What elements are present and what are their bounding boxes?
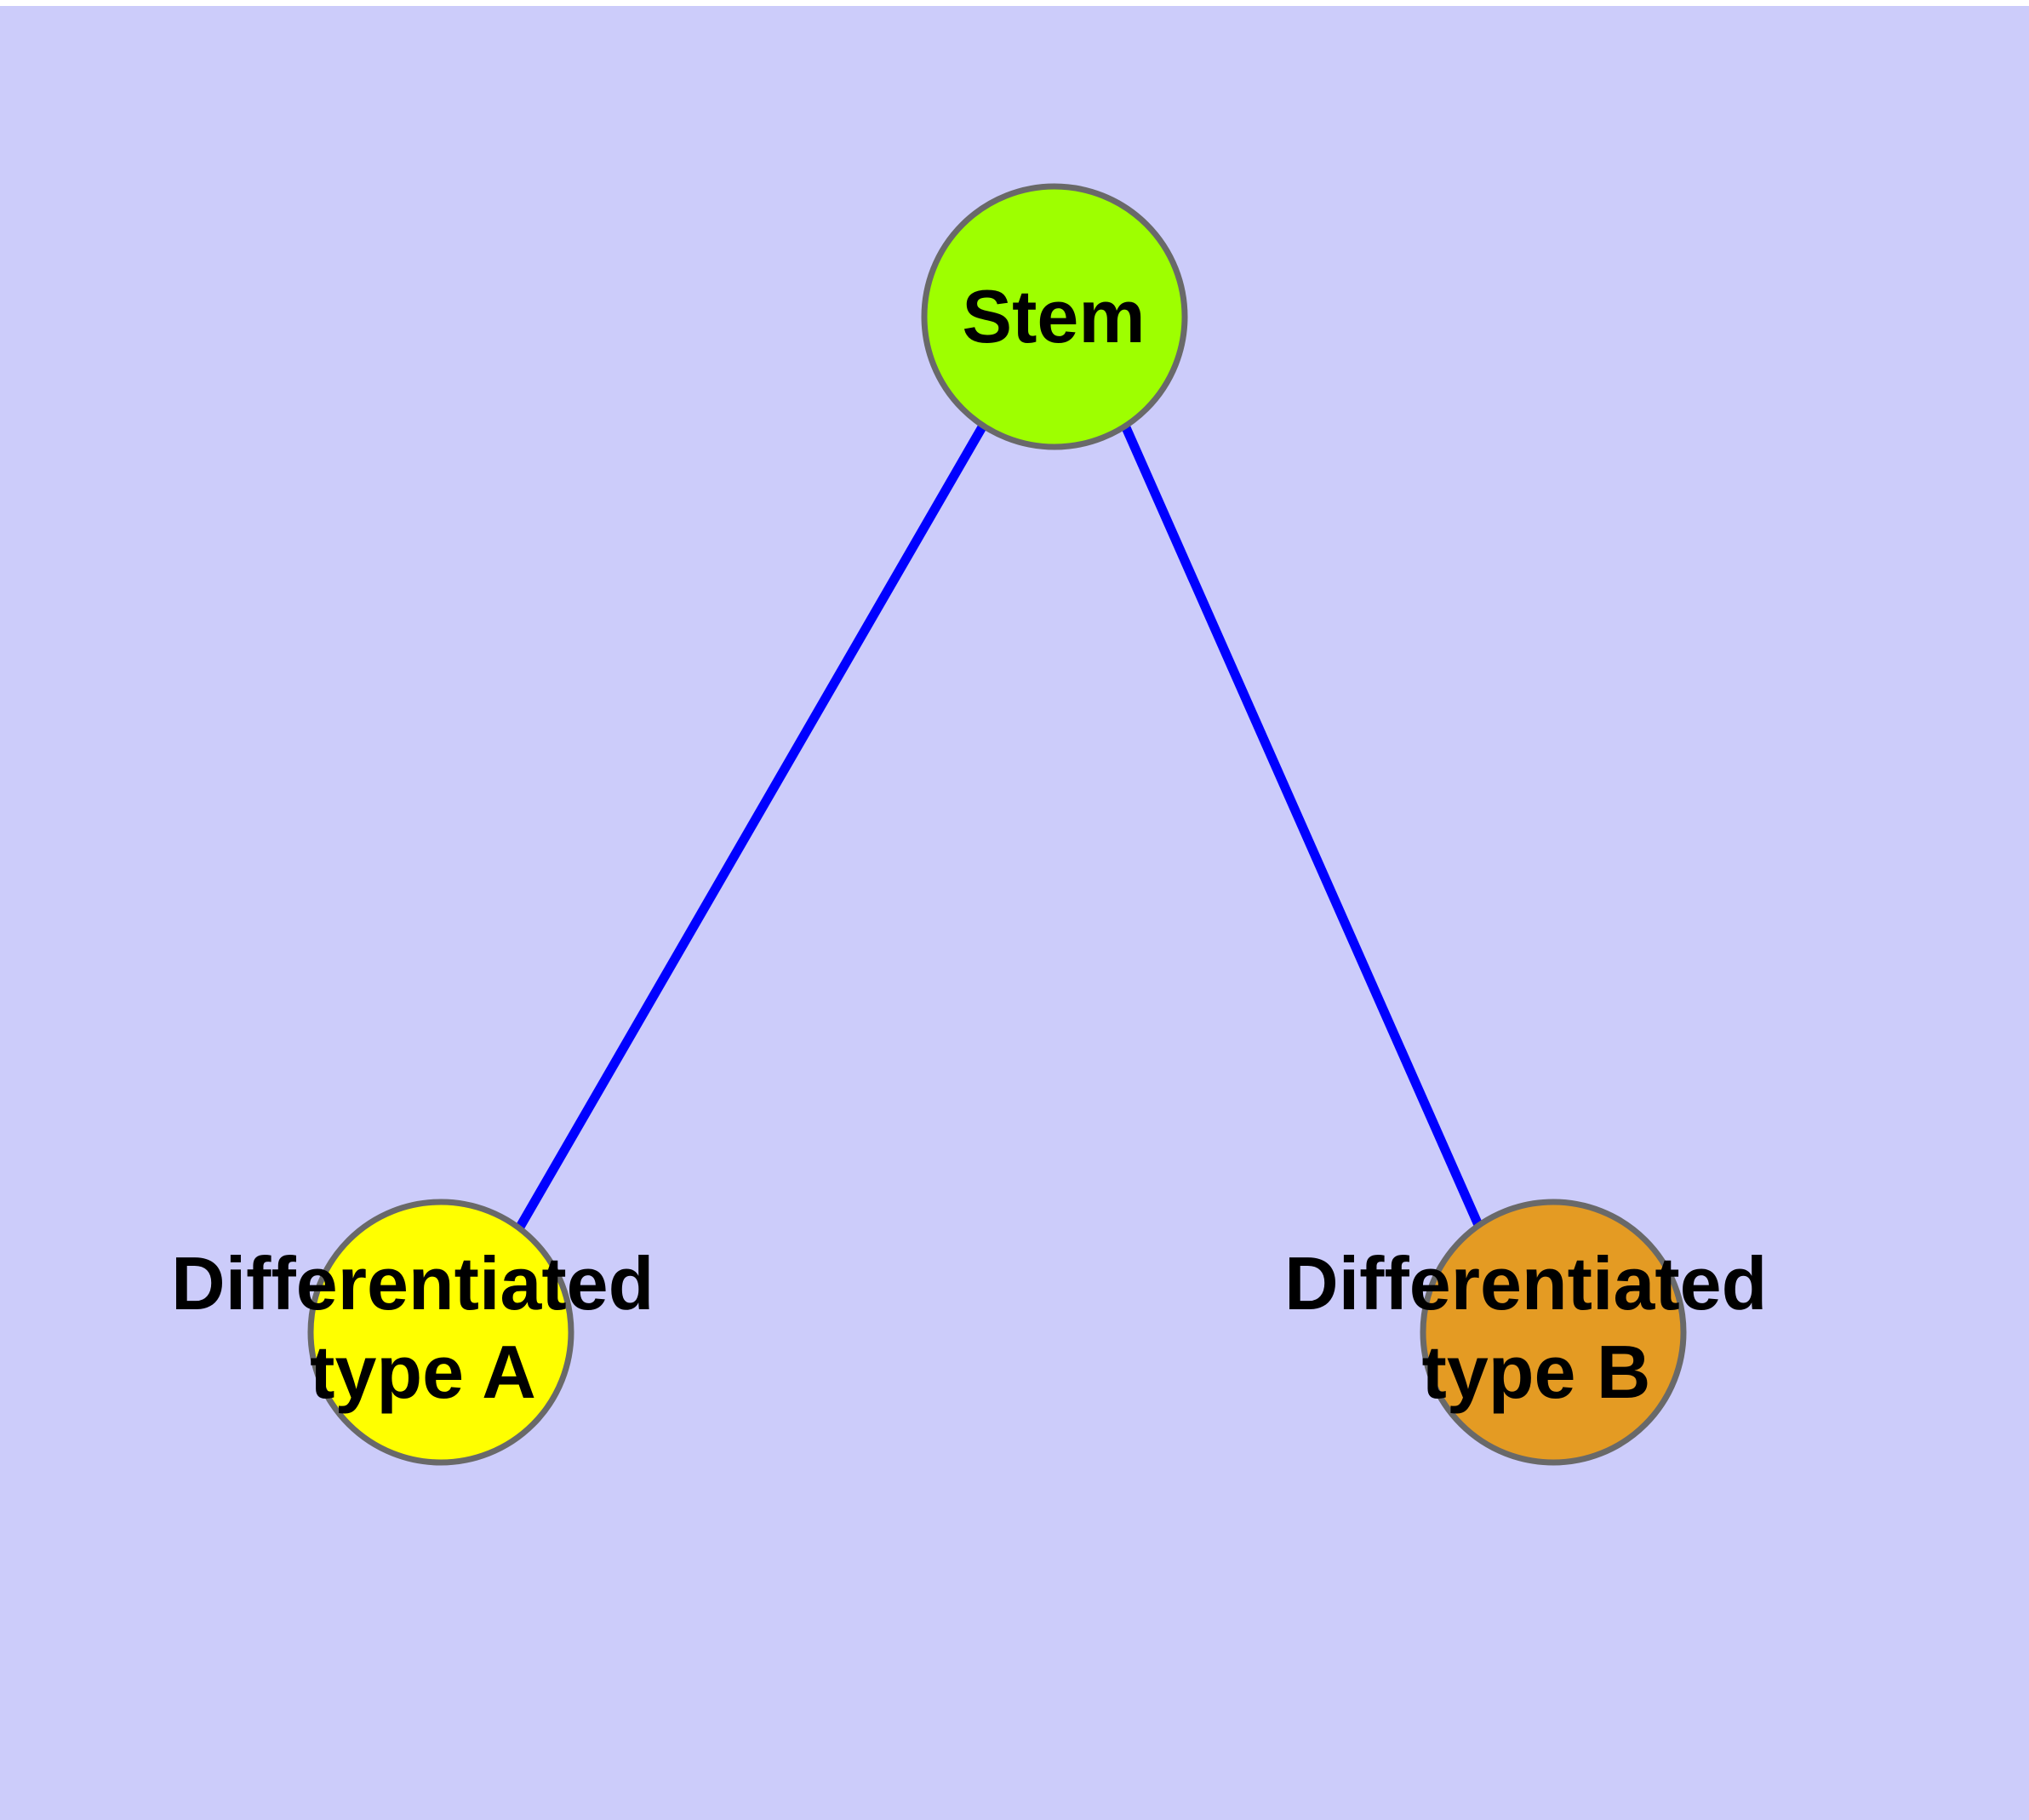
node-circle-differentiated-type-a[interactable] xyxy=(307,1199,574,1466)
node-differentiated-type-b[interactable] xyxy=(1420,1199,1687,1466)
edge-stem-to-differentiated-type-b[interactable] xyxy=(1120,423,1483,1228)
node-label-stem: Stem xyxy=(962,274,1145,358)
node-circle-stem[interactable] xyxy=(921,183,1188,450)
node-circle-differentiated-type-b[interactable] xyxy=(1420,1199,1687,1466)
node-label-differentiated-type-b: Differentiated type B xyxy=(1284,1241,1788,1414)
node-label-differentiated-type-b-line-1: Differentiated xyxy=(1284,1241,1767,1325)
node-stem[interactable] xyxy=(921,183,1188,450)
graph-background: Stem Differentiated type A Differentiate… xyxy=(0,6,2029,1820)
node-differentiated-type-a[interactable] xyxy=(307,1199,574,1466)
edge-stem-to-differentiated-type-a[interactable] xyxy=(515,423,987,1231)
edge-layer xyxy=(515,423,1483,1231)
node-label-stem-line-1: Stem xyxy=(962,274,1145,358)
label-layer: Stem Differentiated type A Differentiate… xyxy=(171,274,1788,1414)
node-label-differentiated-type-a-line-2: type A xyxy=(310,1330,536,1414)
node-layer xyxy=(307,183,1687,1466)
node-label-differentiated-type-a: Differentiated type A xyxy=(171,1241,675,1414)
node-label-differentiated-type-a-line-1: Differentiated xyxy=(171,1241,654,1325)
node-label-differentiated-type-b-line-2: type B xyxy=(1422,1330,1651,1414)
graph-svg: Stem Differentiated type A Differentiate… xyxy=(171,183,1788,1466)
